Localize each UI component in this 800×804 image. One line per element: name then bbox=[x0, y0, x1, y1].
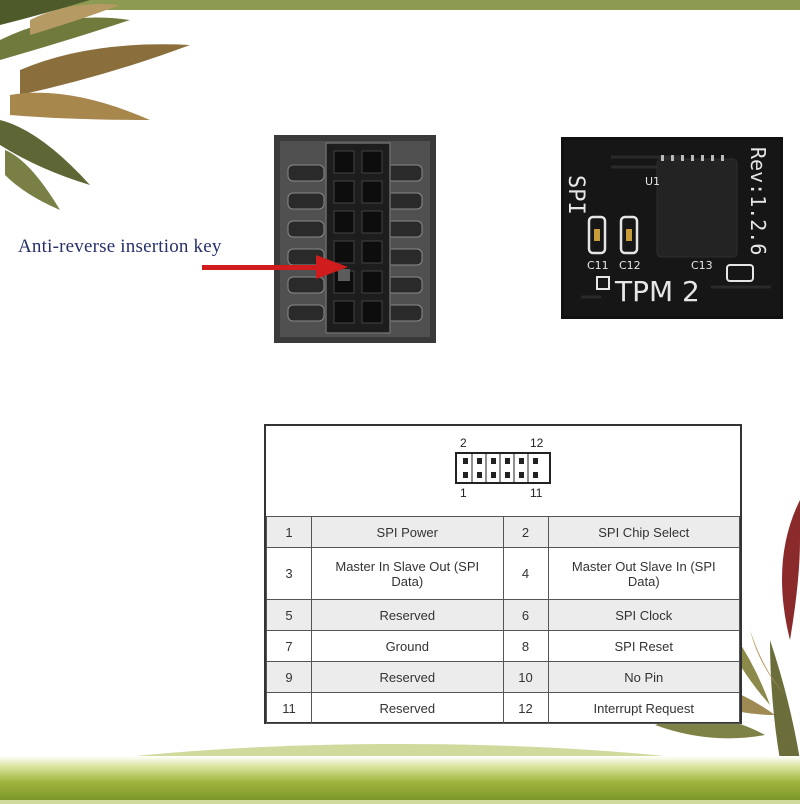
pin-label-bottom-right: 11 bbox=[530, 486, 543, 500]
pin-number: 7 bbox=[266, 630, 312, 662]
pin-signal: Interrupt Request bbox=[547, 692, 741, 724]
pin-number: 3 bbox=[266, 547, 312, 600]
pin-signal: Reserved bbox=[311, 692, 504, 724]
tpm-connector-photo bbox=[274, 135, 436, 343]
pin-number: 10 bbox=[502, 661, 549, 693]
insertion-key bbox=[338, 269, 350, 281]
header-block-icon bbox=[455, 452, 551, 484]
header-pinout-diagram: 2 12 1 11 bbox=[266, 426, 740, 516]
pin-number: 2 bbox=[502, 516, 549, 548]
c11-label: C11 bbox=[587, 259, 609, 272]
pin-signal: Ground bbox=[311, 630, 504, 662]
pin-signal: Master Out Slave In (SPI Data) bbox=[547, 547, 741, 600]
revision-label: Rev:1.2.6 bbox=[746, 147, 770, 255]
pin-number: 5 bbox=[266, 599, 312, 631]
pin-signal: No Pin bbox=[547, 661, 741, 693]
table-row: 9 Reserved 10 No Pin bbox=[266, 661, 741, 693]
pin-number: 9 bbox=[266, 661, 312, 693]
table-row: 11 Reserved 12 Interrupt Request bbox=[266, 692, 741, 724]
anti-reverse-key-label: Anti-reverse insertion key bbox=[18, 236, 222, 257]
table-row: 1 SPI Power 2 SPI Chip Select bbox=[266, 516, 741, 548]
table-row: 3 Master In Slave Out (SPI Data) 4 Maste… bbox=[266, 547, 741, 600]
pin-number: 4 bbox=[502, 547, 549, 600]
pin-signal: SPI Power bbox=[311, 516, 504, 548]
pin-number: 11 bbox=[266, 692, 312, 724]
pin-signal: SPI Reset bbox=[547, 630, 741, 662]
tpm-module-photo: SPI Rev:1.2.6 U1 C11 C12 C13 TPM 2 bbox=[561, 137, 783, 319]
c13-label: C13 bbox=[691, 259, 713, 272]
u1-label: U1 bbox=[645, 175, 660, 188]
pin-label-top-left: 2 bbox=[460, 436, 467, 450]
pin-signal: SPI Clock bbox=[547, 599, 741, 631]
red-arrow-icon bbox=[202, 255, 348, 279]
c12-label: C12 bbox=[619, 259, 641, 272]
pin-number: 6 bbox=[502, 599, 549, 631]
spi-label: SPI bbox=[563, 175, 588, 215]
pin-number: 12 bbox=[502, 692, 549, 724]
bottom-band bbox=[0, 756, 800, 800]
pin-label-top-right: 12 bbox=[530, 436, 544, 450]
pin-number: 1 bbox=[266, 516, 312, 548]
pin-table-body: 1 SPI Power 2 SPI Chip Select 3 Master I… bbox=[266, 516, 741, 724]
pin-signal: Reserved bbox=[311, 661, 504, 693]
pin-number: 8 bbox=[502, 630, 549, 662]
pin-definition-table: 2 12 1 11 1 SPI Power 2 SPI Chip Select … bbox=[264, 424, 742, 724]
table-row: 5 Reserved 6 SPI Clock bbox=[266, 599, 741, 631]
pin-signal: SPI Chip Select bbox=[547, 516, 741, 548]
pin-signal: Reserved bbox=[311, 599, 504, 631]
pin-label-bottom-left: 1 bbox=[460, 486, 467, 500]
pin-signal: Master In Slave Out (SPI Data) bbox=[311, 547, 504, 600]
table-row: 7 Ground 8 SPI Reset bbox=[266, 630, 741, 662]
tpm-label: TPM 2 bbox=[614, 275, 700, 308]
leaf-decoration-top-left bbox=[0, 0, 190, 210]
